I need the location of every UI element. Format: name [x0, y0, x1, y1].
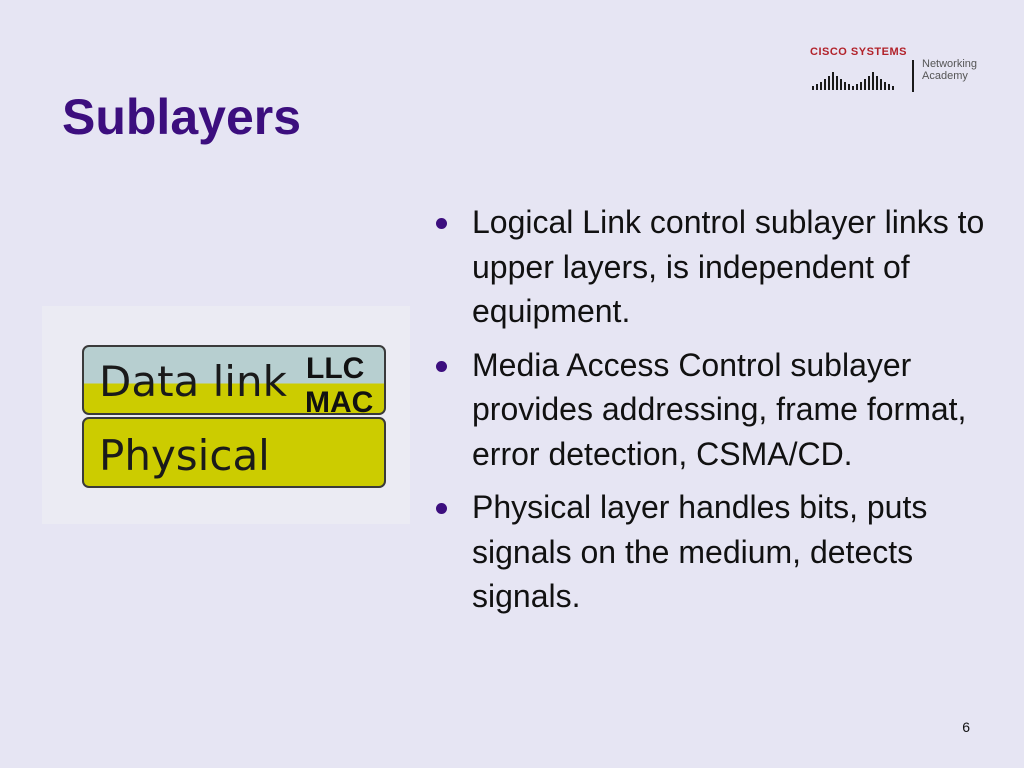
physical-label: Physical: [99, 431, 270, 480]
llc-sublayer-label: LLC: [306, 352, 365, 385]
bullet-item: Logical Link control sublayer links to u…: [432, 200, 1002, 334]
logo-academy-text: Networking Academy: [922, 58, 977, 82]
bullet-item: Physical layer handles bits, puts signal…: [432, 485, 1002, 619]
logo-divider: [912, 60, 914, 92]
bullet-list: Logical Link control sublayer links to u…: [432, 200, 1002, 628]
bullet-dot-icon: [436, 360, 447, 372]
slide-title: Sublayers: [62, 89, 302, 145]
bullet-dot-icon: [436, 503, 447, 514]
logo-line-academy: Academy: [922, 70, 968, 82]
cisco-networking-academy-logo: CISCO SYSTEMS Networking Academy: [810, 44, 1000, 96]
cisco-bridge-icon: [812, 72, 894, 90]
page-number: 6: [962, 719, 970, 735]
logo-line-networking: Networking: [922, 58, 978, 70]
data-link-label: Data link: [99, 357, 287, 406]
physical-layer-box: Physical: [82, 417, 386, 488]
logo-brand-text: CISCO SYSTEMS: [810, 46, 907, 58]
data-link-layer-box: Data link: [82, 345, 386, 415]
bullet-text: Media Access Control sublayer provides a…: [472, 346, 967, 472]
bullet-text: Physical layer handles bits, puts signal…: [472, 489, 928, 614]
bullet-dot-icon: [436, 218, 447, 229]
mac-sublayer-label: MAC: [305, 386, 374, 419]
bullet-text: Logical Link control sublayer links to u…: [472, 204, 985, 329]
bullet-item: Media Access Control sublayer provides a…: [432, 343, 1002, 477]
